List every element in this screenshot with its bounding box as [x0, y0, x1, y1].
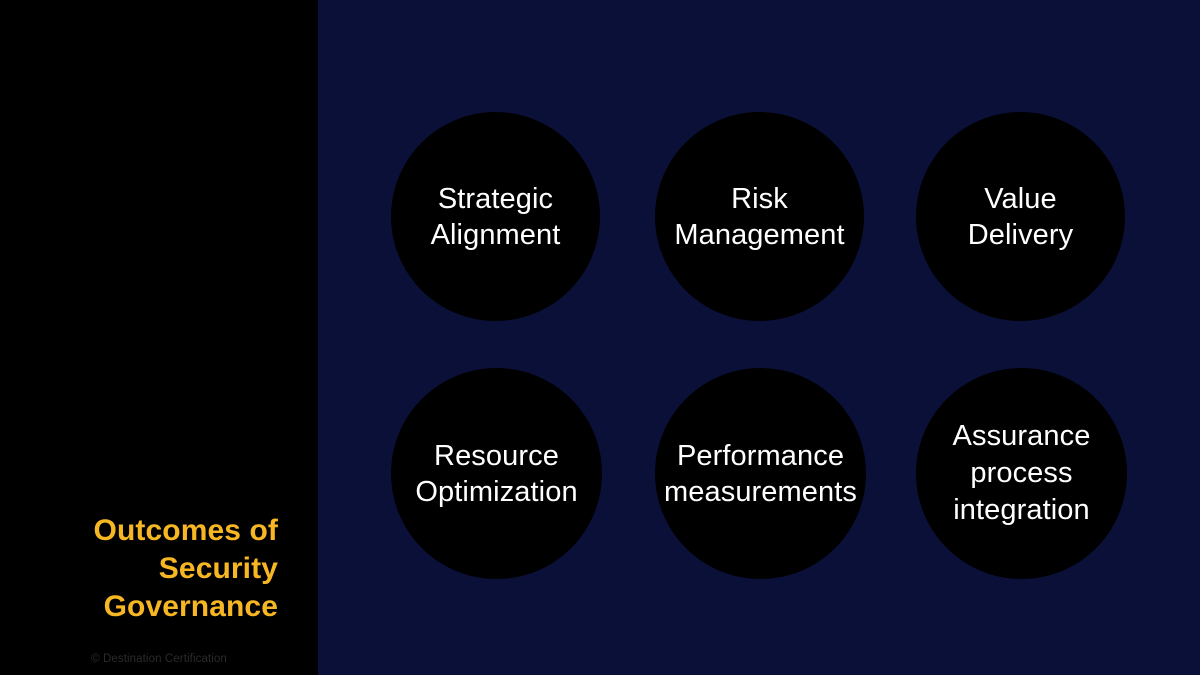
bubble-value-delivery-label: Value Delivery [968, 181, 1074, 253]
bubble-performance-measurements-line-2: measurements [664, 475, 857, 508]
bubble-resource-optimization-label: Resource Optimization [415, 438, 577, 510]
bubble-resource-optimization-line-2: Optimization [415, 475, 578, 508]
bubble-strategic-alignment-label: Strategic Alignment [431, 181, 561, 253]
bubble-value-delivery: Value Delivery [916, 112, 1125, 321]
bubble-resource-optimization-line-1: Resource [434, 439, 559, 472]
bubble-strategic-alignment: Strategic Alignment [391, 112, 600, 321]
copyright-notice: © Destination Certification [91, 653, 227, 665]
bubble-assurance-process-integration-line-1: Assurance [952, 420, 1091, 452]
page-title-line-2: Security [158, 552, 278, 585]
bubble-value-delivery-line-1: Value [984, 182, 1057, 215]
bubble-strategic-alignment-line-2: Alignment [430, 218, 561, 251]
bubble-assurance-process-integration: Assurance process integration [916, 368, 1127, 579]
bubble-performance-measurements-line-1: Performance [676, 439, 845, 472]
bubble-assurance-process-integration-label: Assurance process integration [953, 418, 1091, 529]
bubble-assurance-process-integration-line-3: integration [953, 494, 1090, 526]
page-title-line-3: Governance [103, 590, 278, 623]
bubble-resource-optimization: Resource Optimization [391, 368, 602, 579]
page-title-line-1: Outcomes of [93, 514, 278, 547]
bubble-performance-measurements-label: Performance measurements [664, 438, 857, 510]
bubble-risk-management: Risk Management [655, 112, 864, 321]
bubble-risk-management-label: Risk Management [674, 181, 844, 253]
bubble-strategic-alignment-line-1: Strategic [437, 182, 554, 215]
bubble-value-delivery-line-2: Delivery [967, 218, 1074, 251]
diagram-stage: Strategic Alignment Risk Management Valu… [318, 0, 1200, 675]
left-title-panel: Outcomes of Security Governance © Destin… [0, 0, 318, 675]
page-title: Outcomes of Security Governance [10, 512, 278, 626]
bubble-risk-management-line-2: Management [674, 218, 845, 251]
bubble-assurance-process-integration-line-2: process [970, 457, 1073, 489]
bubble-risk-management-line-1: Risk [731, 182, 788, 215]
bubble-performance-measurements: Performance measurements [655, 368, 866, 579]
